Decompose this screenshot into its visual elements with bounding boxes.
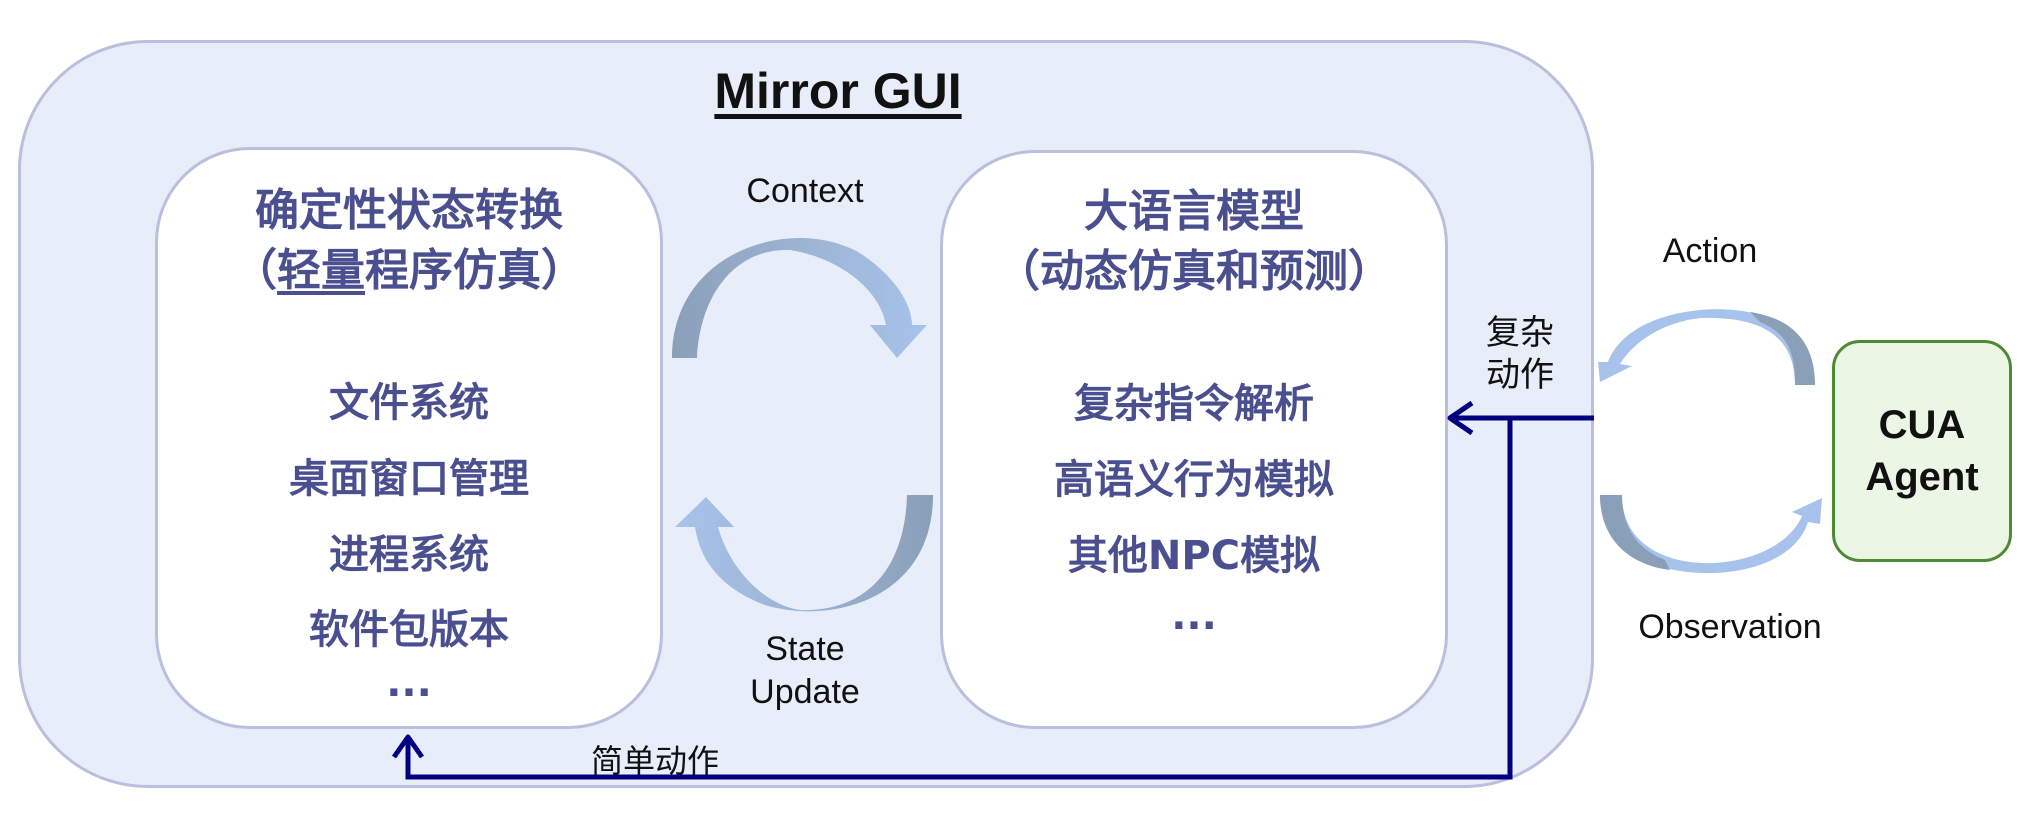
cua-agent-box: CUA Agent [1832, 340, 2012, 562]
list-item: 复杂指令解析 [1074, 381, 1314, 427]
underlined-word: 轻量 [277, 245, 365, 296]
llm-panel: 大语言模型 （动态仿真和预测） 复杂指令解析 高语义行为模拟 其他NPC模拟 .… [940, 150, 1448, 729]
llm-panel-subtitle: （动态仿真和预测） [996, 246, 1392, 297]
observation-label: Observation [1638, 608, 1822, 646]
complex-action-label-line1: 复杂 [1486, 313, 1554, 353]
list-item: 高语义行为模拟 [1054, 457, 1334, 503]
observation-arrow-icon [1600, 495, 1822, 574]
simple-action-label: 简单动作 [590, 742, 719, 780]
state-update-label-line2: Update [750, 673, 860, 711]
complex-action-label-line2: 动作 [1486, 355, 1554, 395]
list-item: 其他NPC模拟 [1067, 533, 1321, 579]
list-item: ... [386, 660, 432, 706]
list-item: 进程系统 [329, 532, 489, 578]
mirror-gui-title: Mirror GUI [714, 63, 962, 119]
list-item: 软件包版本 [309, 607, 509, 653]
arrowhead-up-icon [391, 734, 425, 759]
cua-agent-line2: Agent [1865, 455, 1979, 499]
list-item: 文件系统 [329, 380, 489, 426]
cua-agent-line1: CUA [1878, 403, 1966, 447]
context-arrow-icon [672, 238, 927, 358]
simple-action-line [405, 418, 1513, 780]
deterministic-panel-title: 确定性状态转换 [255, 185, 563, 236]
paren-open: （ [233, 245, 277, 296]
action-arrow-icon [1598, 309, 1815, 385]
context-label: Context [746, 172, 864, 210]
subtitle-rest: 程序仿真 [365, 245, 541, 296]
action-arrow-shadow [1750, 312, 1815, 385]
deterministic-panel: 确定性状态转换 （轻量程序仿真） 文件系统 桌面窗口管理 进程系统 软件包版本 … [155, 147, 663, 729]
list-item: ... [1171, 593, 1217, 639]
state-update-arrow-icon [675, 495, 933, 612]
arrowhead-left-icon [1447, 400, 1474, 436]
paren-close: ） [541, 245, 585, 296]
list-item: 桌面窗口管理 [289, 456, 529, 502]
cua-agent-label: CUA Agent [1865, 399, 1978, 503]
llm-panel-title: 大语言模型 [1084, 186, 1304, 237]
action-label: Action [1662, 232, 1758, 270]
state-update-label-line1: State [765, 630, 845, 668]
deterministic-panel-subtitle: （轻量程序仿真） [158, 240, 660, 302]
observation-arrow-shadow [1600, 495, 1670, 570]
